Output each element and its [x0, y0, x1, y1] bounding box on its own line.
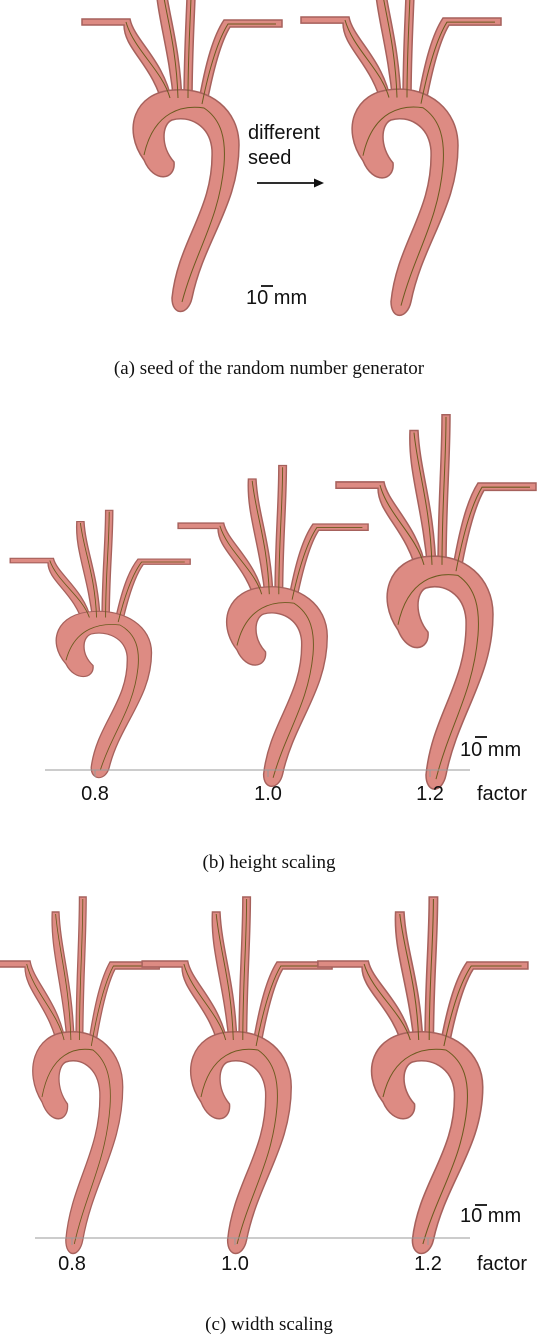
aorta-model-height-0.8 — [10, 510, 190, 777]
panel-c: 10 mm 0.8 1.0 1.2 factor (c) width scali… — [0, 897, 528, 1335]
factor-label-1: 1.0 — [254, 783, 282, 805]
seed-arrow-head — [314, 179, 324, 188]
panel-b: 10 mm 0.8 1.0 1.2 factor (b) height scal… — [10, 415, 536, 873]
factor-label-2: 1.2 — [416, 783, 444, 805]
axis-label: factor — [477, 783, 527, 805]
factor-label-1: 1.0 — [221, 1253, 249, 1275]
caption-b: (b) height scaling — [203, 852, 336, 873]
aorta-model-width-1.2 — [318, 897, 528, 1254]
factor-label-0: 0.8 — [81, 783, 109, 805]
factor-label-0: 0.8 — [58, 1253, 86, 1275]
factor-label-2: 1.2 — [414, 1253, 442, 1275]
aorta-model-height-1.0 — [178, 466, 368, 787]
aorta-model-width-0.8 — [0, 897, 159, 1254]
aorta-model-different-seed — [301, 0, 501, 315]
annotation-line-2: seed — [248, 147, 291, 169]
annotation-line-1: different — [248, 122, 320, 144]
caption-c: (c) width scaling — [205, 1314, 333, 1335]
caption-a: (a) seed of the random number generator — [114, 358, 425, 379]
scale-label: 10 mm — [246, 287, 307, 309]
aorta-model-width-1.0 — [142, 897, 332, 1254]
scale-label: 10 mm — [460, 1205, 521, 1227]
panel-a: different seed 10 mm (a) seed of the ran… — [82, 0, 501, 379]
scale-label: 10 mm — [460, 739, 521, 761]
axis-label: factor — [477, 1253, 527, 1275]
aorta-model-height-1.2 — [336, 415, 536, 789]
